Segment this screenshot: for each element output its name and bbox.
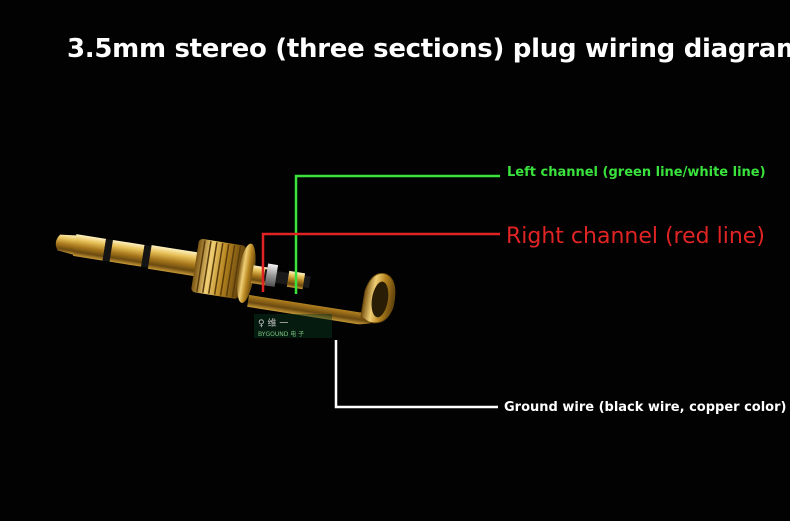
ground-label: Ground wire (black wire, copper color) xyxy=(504,400,787,415)
right-solder-tab xyxy=(264,263,279,287)
plug-ring xyxy=(109,239,145,267)
svg-text:BYGOUND 电 子: BYGOUND 电 子 xyxy=(258,330,304,338)
watermark: ♀ 维 一 BYGOUND 电 子 xyxy=(254,314,332,338)
svg-text:♀ 维 一: ♀ 维 一 xyxy=(258,317,288,329)
ground-strip xyxy=(247,294,392,325)
flange xyxy=(237,243,256,303)
plug-tip-shaft xyxy=(72,234,107,261)
insulator-ring-2 xyxy=(141,244,152,268)
right-channel-leader xyxy=(261,232,500,292)
left-channel-label: Left channel (green line/white line) xyxy=(507,165,766,180)
left-channel-leader xyxy=(294,174,500,294)
plug-sleeve xyxy=(147,245,202,277)
plug-body xyxy=(55,234,396,325)
plug-tip xyxy=(55,234,79,256)
barrel-threads xyxy=(196,240,242,298)
ground-leader xyxy=(334,340,498,409)
insulator-ring-1 xyxy=(102,238,113,262)
right-channel-label: Right channel (red line) xyxy=(506,224,765,249)
diagram-title: 3.5mm stereo (three sections) plug wirin… xyxy=(67,34,790,64)
ground-clamp-hole xyxy=(371,281,389,318)
